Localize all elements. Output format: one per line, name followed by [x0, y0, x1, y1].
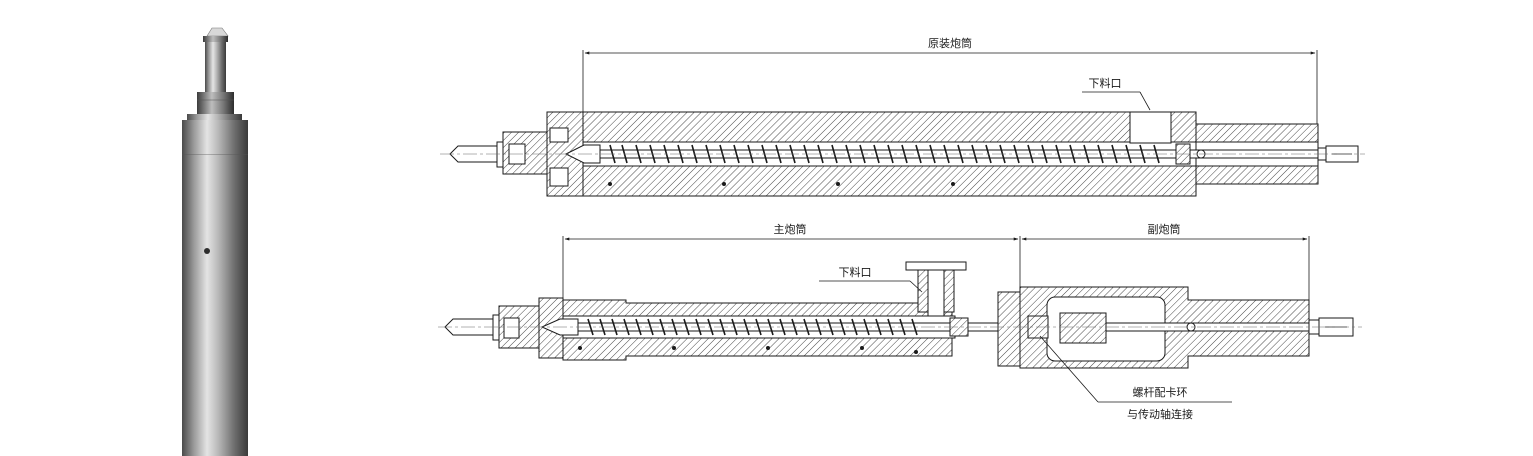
- aux-barrel-label: 副炮筒: [1148, 222, 1181, 236]
- feed-port-label-bottom: 下料口: [839, 265, 872, 279]
- drive-shaft-connection-label: 与传动轴连接: [1127, 407, 1193, 421]
- original-barrel-drawing: [440, 50, 1365, 197]
- feed-port-label-top: 下料口: [1089, 76, 1122, 90]
- split-barrel-drawing: [438, 236, 1362, 403]
- original-barrel-label: 原装炮筒: [928, 36, 972, 50]
- barrel-photo: [182, 27, 248, 456]
- screw-clamp-ring-label: 螺杆配卡环: [1133, 385, 1188, 399]
- main-barrel-label: 主炮筒: [774, 222, 807, 236]
